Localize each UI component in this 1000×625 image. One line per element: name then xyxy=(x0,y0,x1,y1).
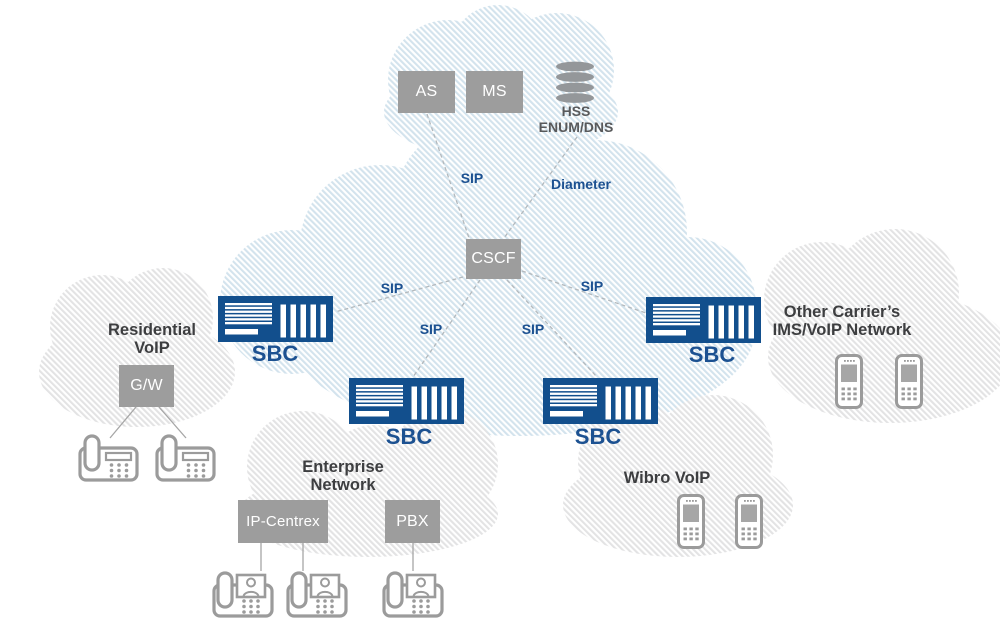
hss-database-icon xyxy=(556,61,594,103)
sbc-label-mid-right: SBC xyxy=(574,424,622,449)
sbc-device-icon-mid-left xyxy=(349,378,464,424)
sip-label-sbc-mid-left: SIP xyxy=(419,321,443,337)
link-gw-phone-2 xyxy=(158,406,187,439)
as-node: AS xyxy=(398,71,455,113)
cloud-enterprise-network xyxy=(238,409,498,557)
link-as-cscf xyxy=(426,113,470,239)
mobile-phone-icon xyxy=(735,494,763,549)
desk-phone-icon xyxy=(155,434,216,482)
sip-label-as-cscf: SIP xyxy=(460,170,484,186)
mobile-phone-icon xyxy=(895,354,923,409)
sbc-label-mid-left: SBC xyxy=(385,424,433,449)
sip-label-sbc-left: SIP xyxy=(380,280,404,296)
sip-label-sbc-right: SIP xyxy=(580,278,604,294)
diameter-label: Diameter xyxy=(551,176,611,192)
network-label-wibro: Wibro VoIP xyxy=(623,469,711,487)
sbc-device-icon-mid-right xyxy=(543,378,658,424)
sbc-label-right: SBC xyxy=(688,342,736,367)
ms-node: MS xyxy=(466,71,523,113)
gateway-node: G/W xyxy=(119,365,174,407)
video-phone-icon xyxy=(286,571,348,618)
network-label-residential: Residential VoIP xyxy=(107,321,197,357)
video-phone-icon xyxy=(212,571,274,618)
link-cscf-sbc-mid-left xyxy=(412,279,481,378)
mobile-phone-icon xyxy=(677,494,705,549)
mobile-phone-icon xyxy=(835,354,863,409)
sbc-label-left: SBC xyxy=(251,341,299,366)
link-cscf-sbc-right xyxy=(521,270,647,314)
link-cscf-sbc-left xyxy=(334,276,464,313)
pbx-node: PBX xyxy=(385,500,440,543)
video-phone-icon xyxy=(382,571,444,618)
sip-label-sbc-mid-right: SIP xyxy=(521,321,545,337)
ip-centrex-node: IP-Centrex xyxy=(238,500,328,543)
desk-phone-icon xyxy=(78,434,139,482)
network-label-enterprise: Enterprise Network xyxy=(302,458,384,494)
link-gw-phone-1 xyxy=(109,406,137,439)
cscf-node: CSCF xyxy=(466,239,521,279)
sbc-device-icon-left xyxy=(218,296,333,342)
link-cscf-sbc-mid-right xyxy=(506,279,598,378)
sbc-device-icon-right xyxy=(646,297,761,343)
hss-label: HSS ENUM/DNS xyxy=(538,103,614,135)
network-label-other-carrier: Other Carrier’s IMS/VoIP Network xyxy=(772,303,912,339)
cloud-other-carrier xyxy=(764,229,1000,423)
